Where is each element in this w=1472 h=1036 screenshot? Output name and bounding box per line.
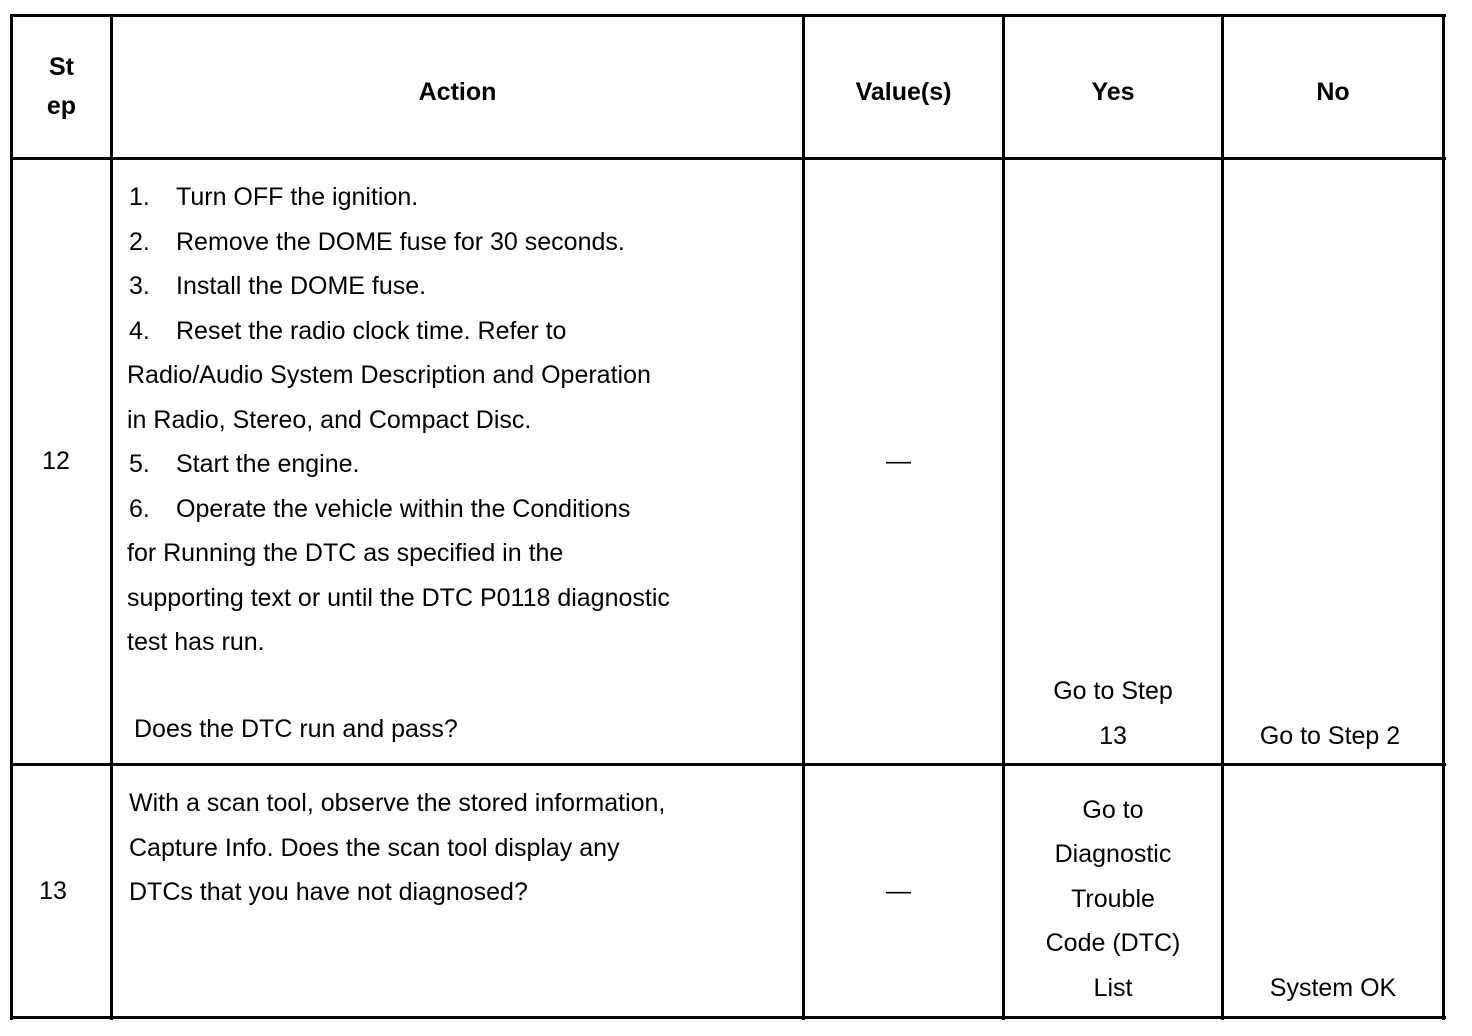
action-line: for Running the DTC as specified in the [127, 539, 564, 567]
row-13-values-dash: — [886, 876, 911, 905]
table-rule-right [1442, 14, 1445, 1020]
row-12-yes-line-1: Go to Step [1053, 677, 1173, 705]
header-action: Action [113, 17, 802, 157]
action-line: 2.Remove the DOME fuse for 30 seconds. [129, 227, 625, 256]
row-12-yes: Go to Step 13 [1005, 160, 1221, 763]
header-step-line-2: ep [46, 92, 77, 120]
row-13-step: 13 [13, 766, 93, 1016]
action-line: 4.Reset the radio clock time. Refer to [129, 316, 567, 345]
table-rule-values [1002, 14, 1005, 1020]
row-13-action: With a scan tool, observe the stored inf… [129, 781, 797, 1011]
row-12-step-number: 12 [42, 447, 70, 476]
header-yes-label: Yes [1091, 78, 1135, 106]
row-13-yes: Go to Diagnostic Trouble Code (DTC) List [1005, 766, 1221, 1016]
row-12-values: — [805, 160, 1002, 763]
action-line: test has run. [127, 628, 265, 656]
header-step-line-1: St [49, 53, 74, 81]
row-12-no-line-1: Go to Step 2 [1259, 721, 1401, 750]
row-13-no: System OK [1224, 766, 1442, 1016]
header-values-label: Value(s) [855, 78, 952, 106]
row-13-no-line-1: System OK [1269, 973, 1397, 1002]
action-line: supporting text or until the DTC P0118 d… [127, 583, 670, 612]
action-line: DTCs that you have not diagnosed? [129, 878, 528, 906]
row-13-values: — [805, 766, 1002, 1016]
row-12-step: 12 [13, 160, 89, 763]
action-line: Capture Info. Does the scan tool display… [129, 833, 620, 862]
row-12-values-dash: — [886, 447, 911, 476]
row-12-action: 1.Turn OFF the ignition. 2.Remove the DO… [127, 175, 797, 760]
table-rule-header [10, 157, 1446, 160]
row-13-yes-line-1: Go to [1082, 795, 1144, 824]
header-yes: Yes [1005, 17, 1221, 157]
action-line: 1.Turn OFF the ignition. [129, 183, 419, 211]
header-step: St ep [13, 17, 110, 157]
row-12-no: Go to Step 2 [1224, 160, 1442, 763]
row-12-question: Does the DTC run and pass? [134, 714, 458, 743]
action-line: 6.Operate the vehicle within the Conditi… [129, 494, 631, 523]
action-line: Radio/Audio System Description and Opera… [127, 361, 651, 389]
table-rule-row-12 [10, 763, 1446, 766]
row-12-yes-line-2: 13 [1099, 721, 1127, 750]
table-rule-yes [1221, 14, 1224, 1020]
table-rule-step [110, 14, 113, 1020]
header-action-label: Action [418, 78, 497, 106]
row-13-yes-line-4: Code (DTC) [1045, 929, 1181, 957]
action-line: 3.Install the DOME fuse. [129, 272, 427, 300]
header-no-label: No [1316, 78, 1350, 106]
header-values: Value(s) [805, 17, 1002, 157]
table-rule-bottom [10, 1016, 1446, 1019]
row-13-yes-line-3: Trouble [1071, 884, 1155, 913]
row-12-action-list: 1.Turn OFF the ignition. 2.Remove the DO… [127, 175, 797, 665]
header-no: No [1224, 17, 1442, 157]
action-line: 5.Start the engine. [129, 450, 360, 478]
table-rule-left [10, 14, 13, 1020]
action-line: in Radio, Stereo, and Compact Disc. [127, 405, 532, 434]
row-13-yes-line-5: List [1093, 973, 1133, 1002]
row-13-yes-line-2: Diagnostic [1054, 840, 1172, 868]
table-rule-top [10, 14, 1446, 17]
diagnostic-table: St ep Action Value(s) Yes No 12 1.Turn O… [10, 14, 1446, 1020]
row-13-step-number: 13 [39, 876, 67, 905]
action-line: With a scan tool, observe the stored inf… [129, 789, 666, 817]
table-rule-action [802, 14, 805, 1020]
